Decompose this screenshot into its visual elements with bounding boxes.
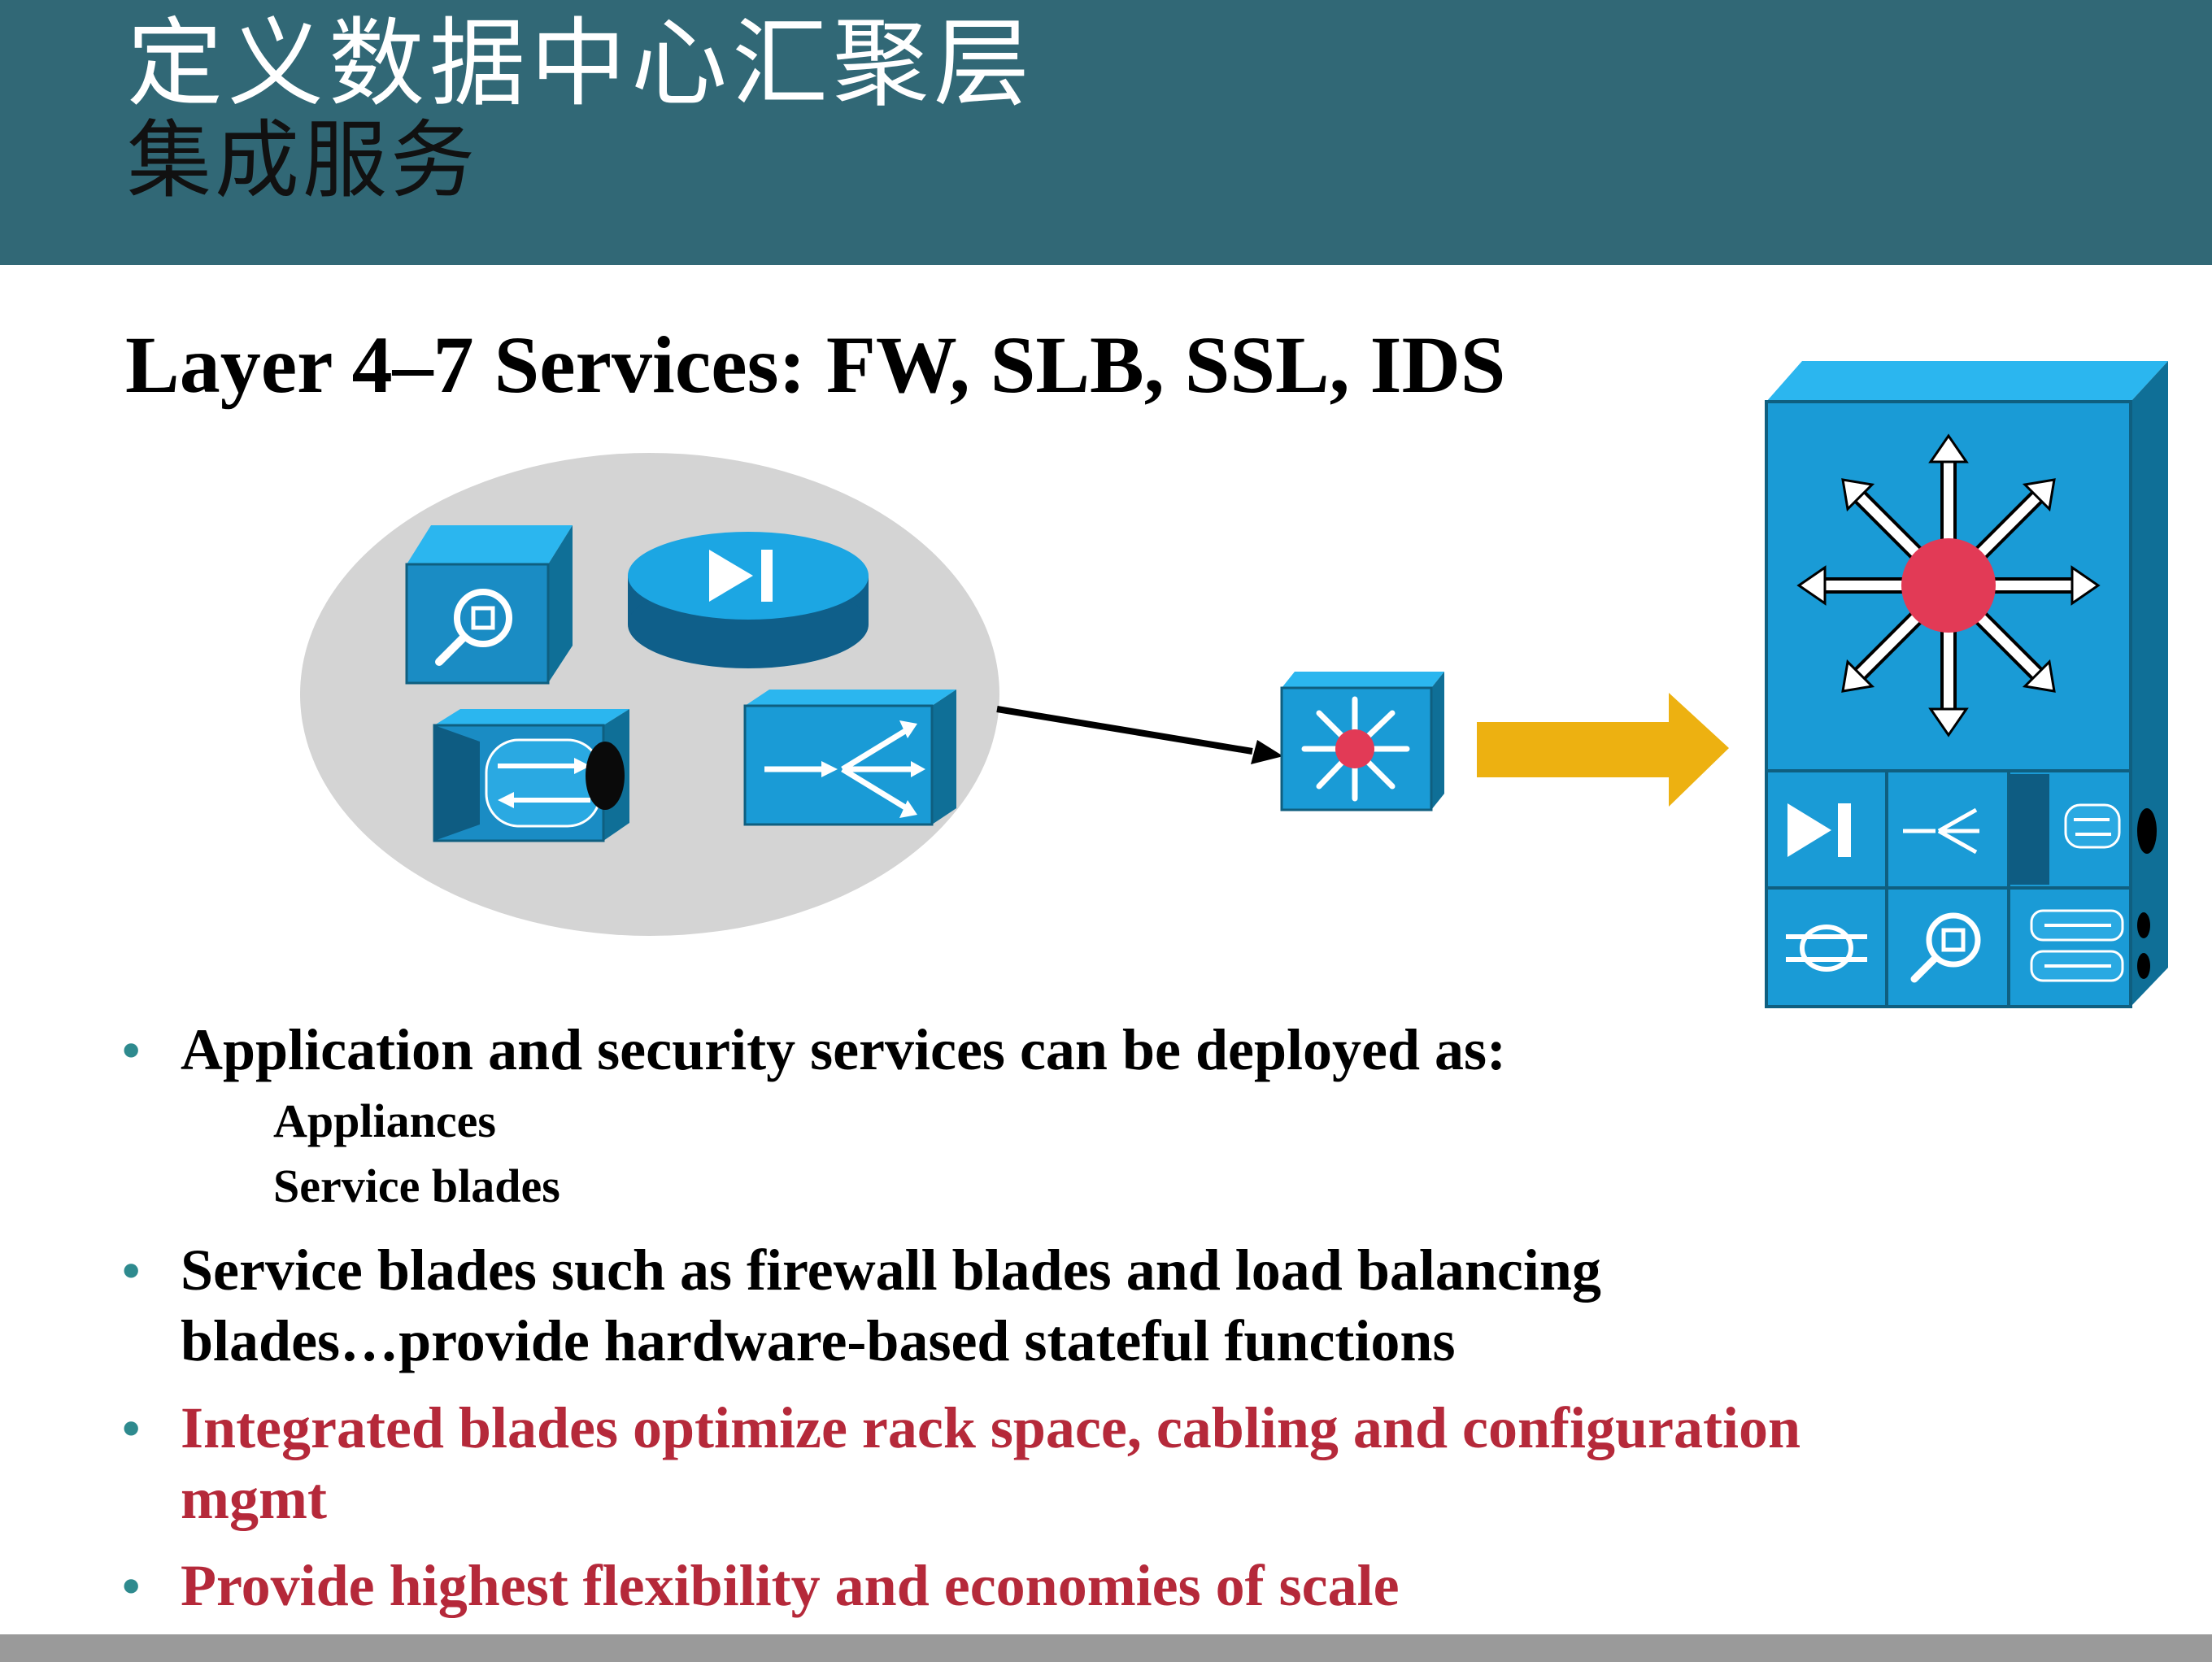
ssl-offloader-icon [433, 709, 629, 842]
sub-list: Appliances Service blades [122, 1089, 1830, 1219]
bullet-text: Provide highest flexibility and economie… [181, 1553, 1400, 1618]
content-switch-icon [743, 690, 956, 826]
ids-sensor-icon [405, 525, 573, 685]
page-subtitle: 集成服务 [127, 111, 479, 210]
firewall-router-icon [628, 532, 869, 668]
bullet-item: • Integrated blades optimize rack space,… [122, 1393, 1830, 1534]
page-title: 定义数据中心汇聚层 [127, 7, 1035, 120]
bullet-dot: • [122, 1557, 141, 1615]
bullet-item: • Provide highest flexibility and econom… [122, 1551, 1830, 1621]
bullet-text: Application and security services can be… [181, 1017, 1506, 1082]
title-bar: 定义数据中心汇聚层 集成服务 [0, 0, 2212, 265]
bullet-text: Integrated blades optimize rack space, c… [181, 1395, 1801, 1531]
bullet-item: • Service blades such as firewall blades… [122, 1235, 1830, 1377]
footer-bar [0, 1634, 2212, 1662]
service-chassis [1765, 361, 2168, 1008]
bullet-item: • Application and security services can … [122, 1015, 1830, 1086]
ssl-module-icon [2009, 774, 2157, 885]
section-heading: Layer 4–7 Services: FW, SLB, SSL, IDS [125, 320, 1506, 410]
firewall-module-icon [1787, 803, 1851, 857]
bullet-dot: • [122, 1399, 141, 1457]
sub-item-service-blades: Service blades [273, 1159, 560, 1212]
connector-arrow [996, 706, 1283, 764]
bullet-text: Service blades such as firewall blades a… [181, 1238, 1601, 1373]
vpn-module-icon [2030, 909, 2150, 982]
bullet-dot: • [122, 1021, 141, 1079]
bullet-list: • Application and security services can … [122, 1015, 1830, 1621]
nam-module-icon [1786, 925, 1867, 972]
sub-item-appliances: Appliances [273, 1094, 496, 1147]
gold-arrow [1477, 693, 1729, 807]
ids-module-icon [1910, 912, 1981, 983]
multilayer-switch-icon [1280, 672, 1444, 811]
bullet-dot: • [122, 1242, 141, 1299]
content-switch-module-icon [1903, 807, 1979, 855]
supervisor-switch-icon [1796, 433, 2101, 737]
